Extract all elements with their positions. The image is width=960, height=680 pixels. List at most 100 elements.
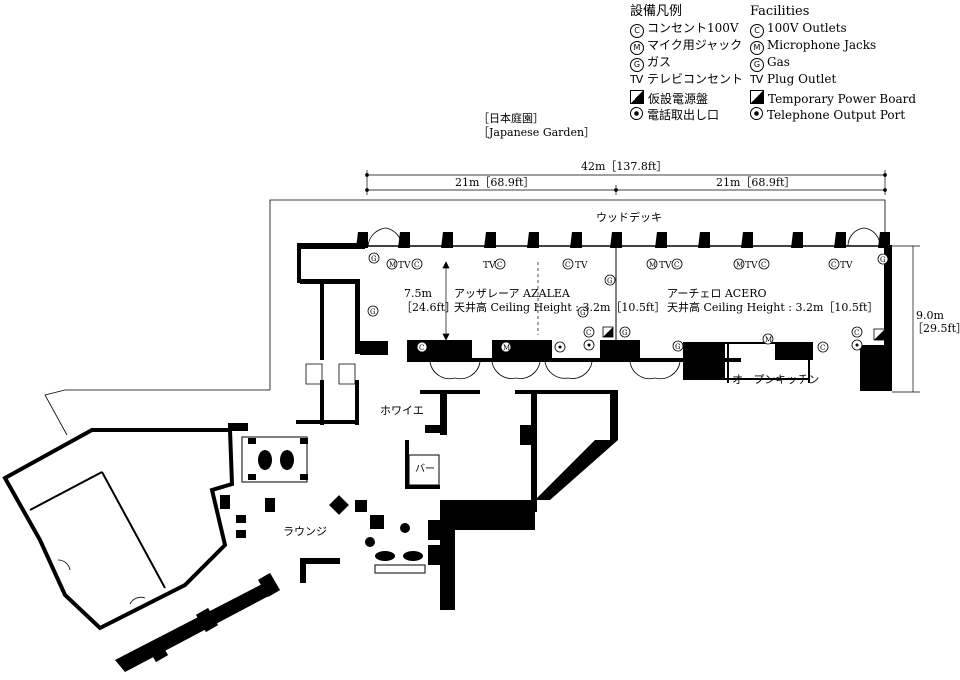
lounge-stair [115,572,281,672]
tv-outlet-icon: TV [575,261,588,271]
outlet-icon-label: C [831,261,836,269]
microphone-jack-icon: M [750,41,764,55]
outlet-icon: C [562,258,574,270]
outlet-icon-label: C [419,344,424,352]
outlet-icon: C [758,258,770,270]
open-kitchen-label: オープンキッチン [732,373,820,386]
outlet-icon: C [630,24,644,38]
gas-icon: G [367,305,379,317]
garden-label-jp: ［日本庭園］ [478,112,544,125]
azalea-ceiling-height: 天井高 Ceiling Height : 3.2m［10.5ft］ [454,301,666,314]
azalea-room-name: アッザレーア AZALEA [454,287,570,300]
gas-icon-label: G [371,255,377,263]
lounge-walls [2,428,235,631]
tv-outlet-icon: TV [745,261,758,271]
telephone-port-icon [630,107,643,120]
telephone-port-icon [750,107,763,120]
tv-outlet-icon: TV [750,73,763,86]
microphone-jack-icon: M [630,41,644,55]
legend-item-phone-jp: 電話取出し口 [630,107,719,121]
dimension-right: 21m［68.9ft］ [716,176,796,189]
tv-outlet-icon: TV [659,261,672,271]
legend-item-power-en: Temporary Power Board [750,90,916,105]
legend-item-power-jp: 仮設電源盤 [630,90,708,105]
microphone-jack-icon: M [733,258,745,270]
outlet-icon: C [817,341,829,353]
gas-icon: G [577,306,589,318]
foyer-label: ホワイエ [380,404,424,417]
legend-item-phone-en: Telephone Output Port [750,107,905,121]
wood-deck-label: ウッドデッキ [596,211,662,224]
gas-icon: G [672,340,684,352]
microphone-jack-icon-label: M [765,336,772,344]
lounge-furniture [220,436,440,574]
acero-ceiling-height: 天井高 Ceiling Height : 3.2m［10.5ft］ [667,301,879,314]
telephone-port-icon [554,341,566,353]
power-board-icon [873,328,886,341]
gas-icon-label: G [580,309,586,317]
microphone-jack-icon-label: M [736,261,743,269]
dimension-left: 21m［68.9ft］ [455,176,535,189]
gas-icon: G [368,252,380,264]
outlet-icon: C [851,326,863,338]
power-board-icon [630,90,644,104]
lounge-partitions [29,471,166,605]
outlet-icon-label: C [414,261,419,269]
tv-outlet-icon: TV [398,261,411,271]
outlet-icon-label: C [820,344,825,352]
power-board-icon [602,326,614,338]
garden-label-en: ［Japanese Garden］ [478,126,596,139]
telephone-port-icon [583,339,595,351]
dimension-lines [365,170,920,393]
garden-outline-west [44,389,270,436]
bar-label: バー [415,464,435,475]
gas-icon-label: G [622,329,628,337]
outlet-icon: C [671,258,683,270]
microphone-jack-icon-label: M [503,344,510,352]
outlet-icon-label: C [565,261,570,269]
outlet-icon: C [416,341,428,353]
microphone-jack-icon: M [762,333,774,345]
outlet-icon: C [750,24,764,38]
outlet-icon: C [583,326,595,338]
legend-title-en: Facilities [750,4,810,19]
gas-icon: G [877,253,889,265]
gas-icon-label: G [370,308,376,316]
gas-icon: G [630,58,644,72]
dimension-height-ft: ［29.5ft］ [912,322,960,335]
lounge-label: ラウンジ [283,525,327,538]
outlet-icon-label: C [761,261,766,269]
legend-title-jp: 設備凡例 [630,4,683,19]
outlet-icon-label: C [586,329,591,337]
gas-icon: G [619,326,631,338]
dimension-total: 42m［137.8ft］ [581,160,668,173]
garden-outline [269,199,886,390]
microphone-jack-icon-label: M [389,261,396,269]
microphone-jack-icon: M [386,258,398,270]
deck-columns [356,232,890,248]
power-board-icon [750,90,764,104]
microphone-jack-icon-label: M [649,261,656,269]
tv-labels: TV TV TV TV TV TV [398,261,853,271]
tv-outlet-icon: TV [630,73,643,86]
outlet-icon: C [828,258,840,270]
outlet-icon-label: C [497,261,502,269]
south-walls [228,390,618,610]
microphone-jack-icon: M [646,258,658,270]
outlet-icon-label: C [854,329,859,337]
outlet-icon: C [411,258,423,270]
outlet-icon: C [494,258,506,270]
gas-icon-label: G [880,256,886,264]
plan-fixtures: G M C G C M C C G G C G M C M C C G G M … [367,252,889,353]
outlet-icon-label: C [674,261,679,269]
gas-icon: G [604,274,616,286]
